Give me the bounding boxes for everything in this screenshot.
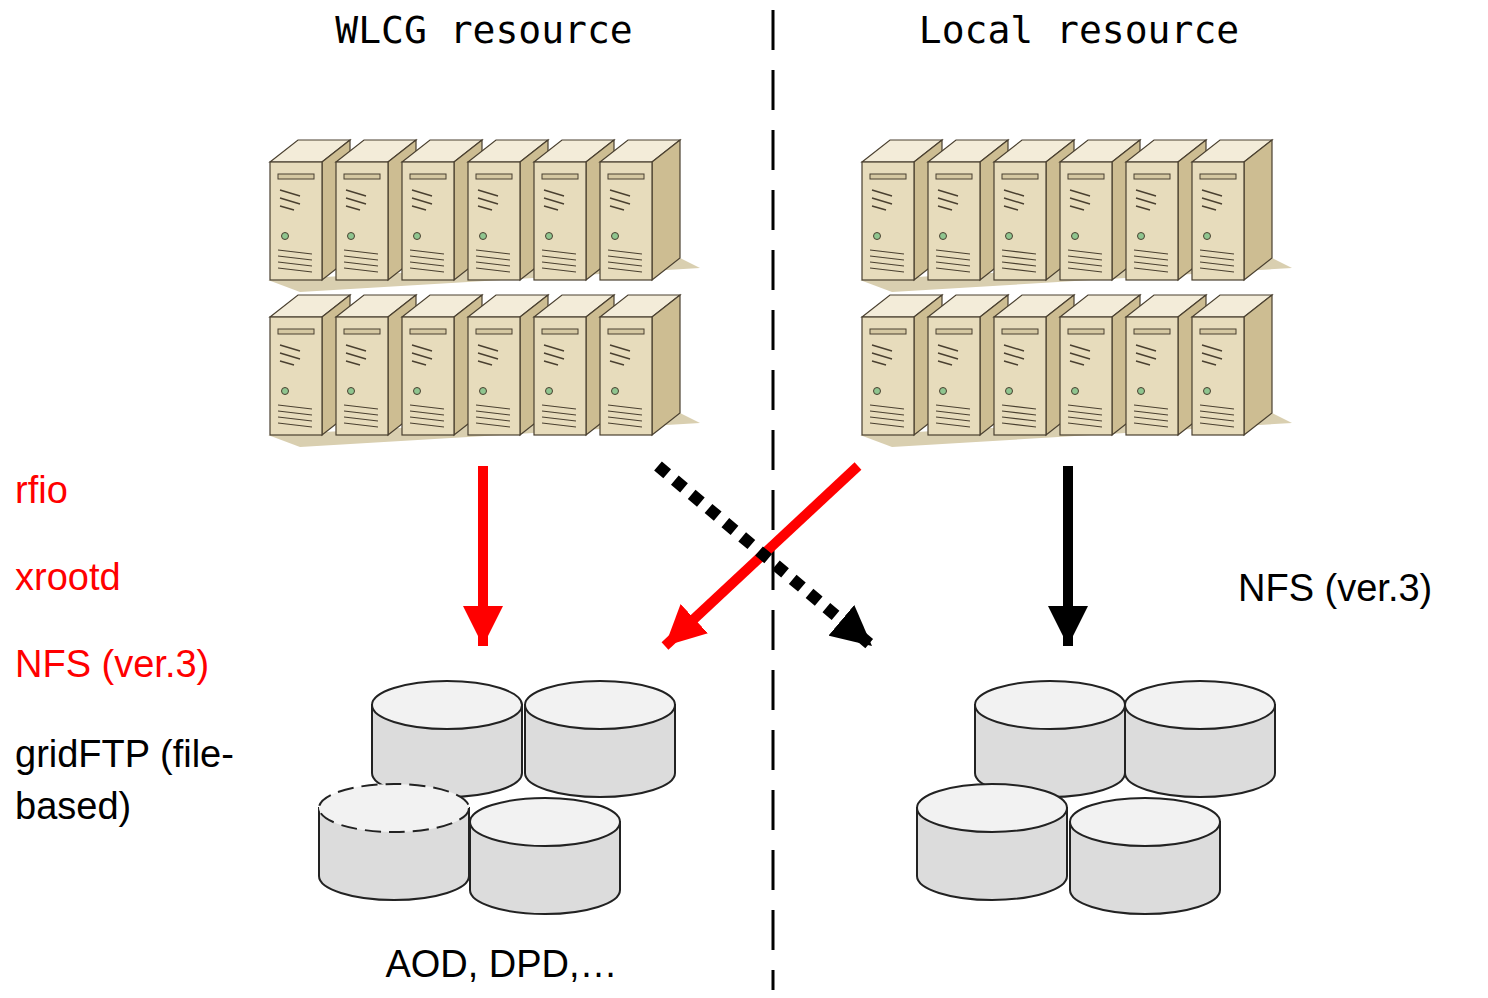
protocol-label: NFS (ver.3): [15, 642, 255, 688]
protocol-label: NFS (ver.3): [1238, 566, 1432, 612]
protocol-label: rfio: [15, 468, 255, 514]
disk-cylinder: [917, 784, 1067, 900]
disk-cylinder: [470, 798, 620, 914]
server-tower: [600, 295, 680, 435]
disk-cylinder: [319, 784, 469, 900]
protocol-label: gridFTP (file-based): [15, 728, 277, 832]
server-tower: [1192, 140, 1272, 280]
divider-line: [772, 10, 775, 990]
disk-art: [319, 681, 675, 914]
server-cluster-art: [860, 140, 1292, 447]
disk-stack: [860, 650, 1290, 910]
server-cluster: WLCG resource: [250, 0, 718, 458]
disk-stack: AOD, DPD,…: [305, 650, 698, 992]
access-arrow: [1063, 466, 1073, 646]
protocol-label: xrootd: [15, 555, 255, 601]
cluster-heading: Local resource: [845, 8, 1313, 54]
disk-cylinder: [975, 681, 1125, 797]
server-tower: [600, 140, 680, 280]
access-arrow: [478, 466, 488, 646]
server-cluster: Local resource: [845, 0, 1313, 458]
dotted-arrow: [658, 466, 872, 646]
cluster-heading: WLCG resource: [250, 8, 718, 54]
disk-cylinder: [372, 681, 522, 797]
disk-cylinder: [1125, 681, 1275, 797]
server-cluster-art: [268, 140, 700, 447]
disk-cylinder: [1070, 798, 1220, 914]
disk-art: [917, 681, 1275, 914]
disk-cylinder: [525, 681, 675, 797]
storage-caption: AOD, DPD,…: [305, 942, 698, 988]
server-tower: [1192, 295, 1272, 435]
